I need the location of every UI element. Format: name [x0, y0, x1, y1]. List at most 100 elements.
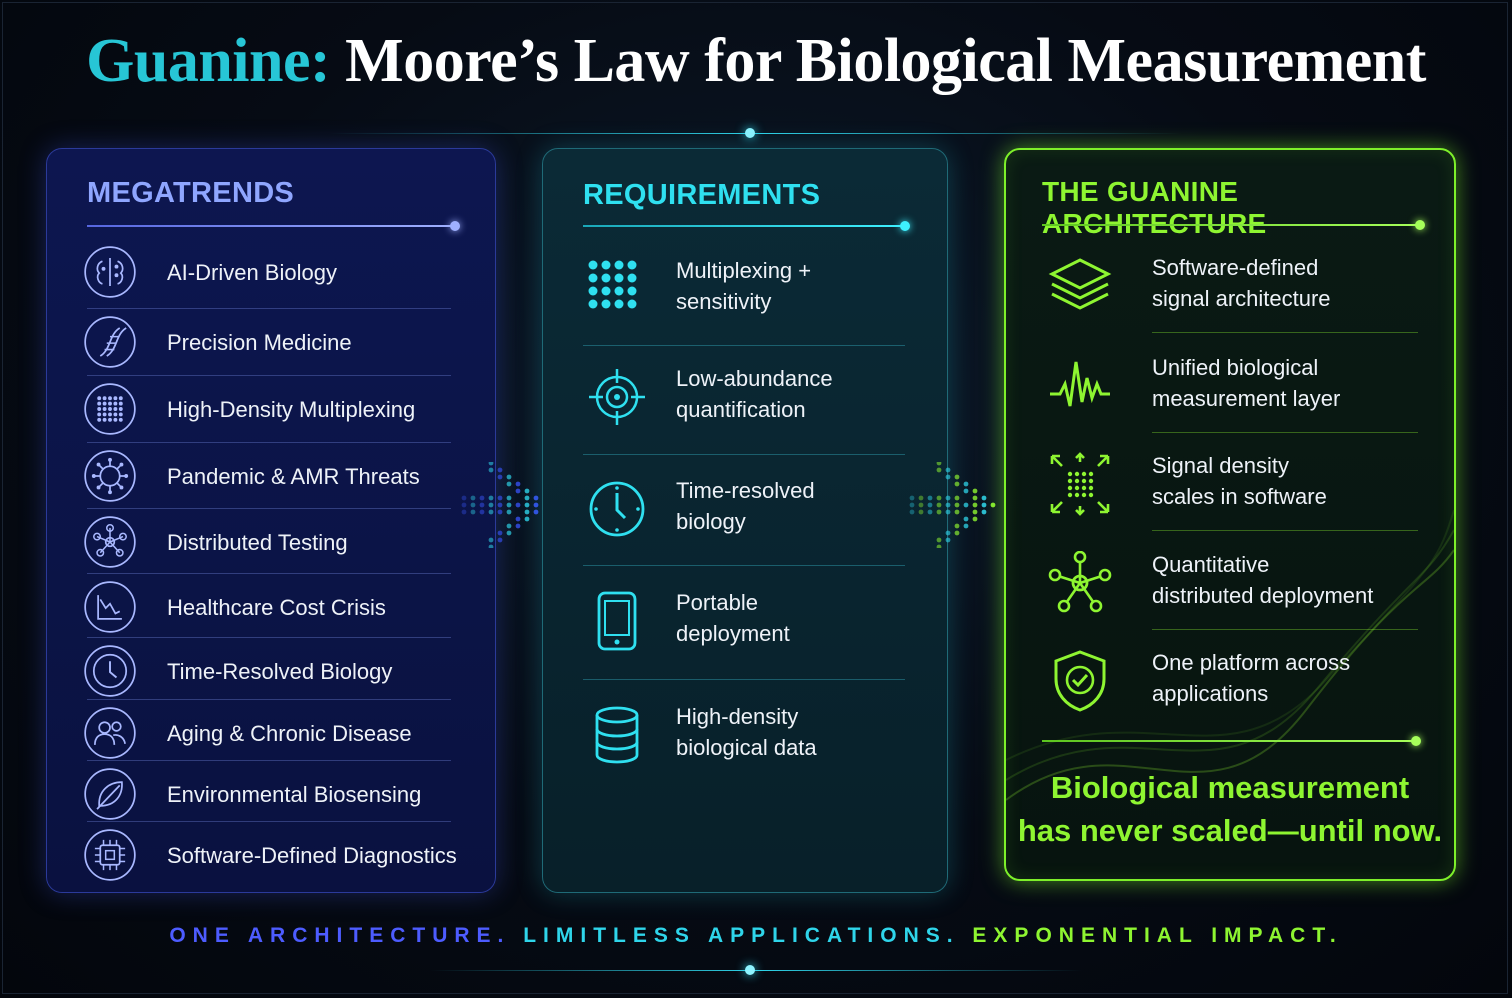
clock-icon: [585, 477, 649, 546]
megatrend-item: Pandemic & AMR Threats: [47, 449, 495, 509]
row-divider: [87, 442, 451, 443]
tablet-icon: [585, 589, 649, 658]
requirement-line-2: deployment: [676, 621, 790, 646]
architecture-label: Unified biological measurement layer: [1152, 352, 1340, 414]
tagline-line-1: Biological measurement: [1050, 770, 1410, 805]
row-divider: [1152, 629, 1418, 630]
megatrend-item: Aging & Chronic Disease: [47, 706, 495, 766]
requirement-label: Low-abundance quantification: [676, 363, 833, 425]
clock-icon: [83, 644, 137, 703]
architecture-label: Quantitative distributed deployment: [1152, 549, 1373, 611]
footer-part-3: EXPONENTIAL IMPACT.: [972, 924, 1343, 947]
requirement-line-2: sensitivity: [676, 289, 772, 314]
megatrend-label: Environmental Biosensing: [167, 782, 422, 807]
network-icon: [1048, 550, 1112, 620]
row-divider: [583, 345, 905, 346]
requirements-underline: [583, 221, 910, 231]
crosshair-icon: [585, 365, 649, 434]
bottom-divider: [430, 970, 1082, 971]
row-divider: [87, 821, 451, 822]
row-divider: [583, 454, 905, 455]
architecture-line-2: signal architecture: [1152, 286, 1331, 311]
row-divider: [87, 637, 451, 638]
arrow-right-icon: [461, 462, 548, 548]
decorative-wave: [1006, 510, 1454, 801]
megatrend-item: AI-Driven Biology: [47, 245, 495, 305]
architecture-line-2: applications: [1152, 681, 1269, 706]
row-divider: [1152, 530, 1418, 531]
chip-icon: [83, 828, 137, 887]
row-divider: [1152, 332, 1418, 333]
architecture-line-2: measurement layer: [1152, 386, 1341, 411]
requirement-line-1: Time-resolved: [676, 478, 815, 503]
architecture-label: Software-defined signal architecture: [1152, 252, 1331, 314]
megatrend-label: Aging & Chronic Disease: [167, 721, 412, 746]
row-divider: [87, 375, 451, 376]
dot-grid-icon: [83, 382, 137, 441]
megatrend-item: High-Density Multiplexing: [47, 382, 495, 442]
bottom-divider-dot: [745, 965, 755, 975]
footer-part-2: LIMITLESS APPLICATIONS.: [523, 924, 960, 947]
arrow-right-icon: [909, 462, 996, 548]
shield-check-icon: [1048, 649, 1112, 718]
row-divider: [583, 565, 905, 566]
architecture-line-1: Unified biological: [1152, 355, 1319, 380]
dot-grid-icon: [585, 257, 649, 326]
requirement-label: Portable deployment: [676, 587, 790, 649]
megatrends-title: MEGATRENDS: [87, 177, 295, 209]
architecture-bottom-line: [1042, 736, 1421, 746]
footer-part-1: ONE ARCHITECTURE.: [169, 924, 511, 947]
tagline-line-2: has never scaled—until now.: [1017, 813, 1443, 848]
architecture-line-1: Quantitative: [1152, 552, 1270, 577]
requirement-line-1: Multiplexing +: [676, 258, 812, 283]
megatrend-label: AI-Driven Biology: [167, 260, 337, 285]
requirement-line-1: Portable: [676, 590, 758, 615]
megatrend-item: Healthcare Cost Crisis: [47, 580, 495, 640]
megatrend-label: Time-Resolved Biology: [167, 659, 393, 684]
megatrend-label: Precision Medicine: [167, 330, 352, 355]
expand-grid-icon: [1048, 452, 1112, 521]
requirement-line-1: High-density: [676, 704, 799, 729]
brain-circuit-icon: [83, 245, 137, 304]
megatrend-label: Software-Defined Diagnostics: [167, 843, 457, 868]
row-divider: [87, 508, 451, 509]
megatrend-label: Healthcare Cost Crisis: [167, 595, 386, 620]
megatrend-item: Environmental Biosensing: [47, 767, 495, 827]
megatrend-label: High-Density Multiplexing: [167, 397, 416, 422]
requirement-label: High-density biological data: [676, 701, 817, 763]
megatrend-item: Time-Resolved Biology: [47, 644, 495, 704]
top-divider: [330, 133, 1182, 134]
layers-icon: [1048, 254, 1112, 323]
row-divider: [87, 699, 451, 700]
architecture-line-1: Software-defined: [1152, 255, 1319, 280]
requirement-line-2: quantification: [676, 397, 806, 422]
footer-slogan: ONE ARCHITECTURE. LIMITLESS APPLICATIONS…: [0, 924, 1512, 948]
row-divider: [87, 760, 451, 761]
waveform-icon: [1048, 354, 1112, 423]
database-icon: [585, 703, 649, 772]
dna-icon: [83, 315, 137, 374]
page-title: Guanine: Moore’s Law for Biological Meas…: [0, 26, 1512, 97]
requirement-line-1: Low-abundance: [676, 366, 833, 391]
requirement-label: Time-resolved biology: [676, 475, 815, 537]
top-divider-dot: [745, 128, 755, 138]
architecture-line-2: distributed deployment: [1152, 583, 1374, 608]
architecture-underline: [1042, 220, 1425, 230]
row-divider: [1152, 432, 1418, 433]
architecture-line-1: Signal density: [1152, 453, 1289, 478]
requirement-line-2: biological data: [676, 735, 817, 760]
leaf-icon: [83, 767, 137, 826]
row-divider: [87, 308, 451, 309]
requirement-label: Multiplexing + sensitivity: [676, 255, 811, 317]
requirements-title: REQUIREMENTS: [583, 179, 821, 211]
megatrend-item: Distributed Testing: [47, 515, 495, 575]
requirement-line-2: biology: [676, 509, 746, 534]
virus-icon: [83, 449, 137, 508]
architecture-title: THE GUANINE ARCHITECTURE: [1042, 176, 1267, 239]
row-divider: [87, 573, 451, 574]
architecture-line-2: scales in software: [1152, 484, 1327, 509]
row-divider: [583, 679, 905, 680]
